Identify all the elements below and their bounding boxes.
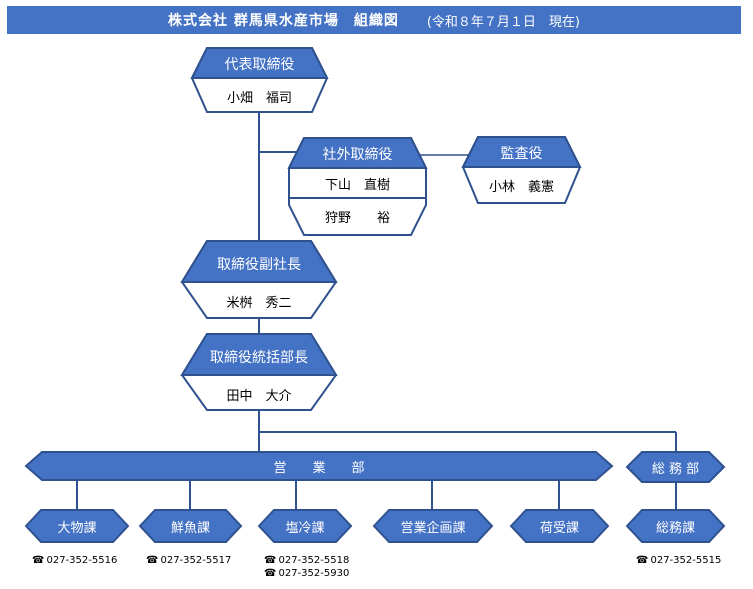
phone-number: ☎027-352-5516 <box>32 555 118 566</box>
section-box-4 <box>372 509 494 543</box>
telephone-icon: ☎ <box>636 555 649 566</box>
section-box-1 <box>24 509 130 543</box>
telephone-icon: ☎ <box>146 555 159 566</box>
outside-directors-role: 社外取締役 <box>322 146 393 163</box>
org-chart-title: 株式会社 群馬県水産市場 組織図 <box>167 13 399 29</box>
section-box-5 <box>509 509 610 543</box>
general-manager-name: 田中 大介 <box>226 388 292 404</box>
sales-dept-bar <box>24 451 614 481</box>
section-box-3 <box>257 509 353 543</box>
sales-dept-label: 営 業 部 <box>273 460 365 476</box>
phone-number: ☎027-352-5518 <box>264 555 350 566</box>
vice-president-role: 取締役副社長 <box>217 257 301 273</box>
admin-dept-bar <box>625 451 726 483</box>
section-label-3: 塩冷課 <box>285 520 325 536</box>
general-manager-role: 取締役統括部長 <box>210 350 308 366</box>
section-label-2: 鮮魚課 <box>170 520 210 536</box>
phone-number: ☎027-352-5517 <box>146 555 232 566</box>
section-box-6 <box>625 509 726 543</box>
auditor-box <box>461 136 582 204</box>
auditor-name: 小林 義憲 <box>488 179 554 195</box>
ceo-name: 小畑 福司 <box>226 90 292 106</box>
outside-director-name-1: 下山 直樹 <box>324 178 390 193</box>
outside-director-name-2: 狩野 裕 <box>324 210 390 226</box>
phone-number: ☎027-352-5515 <box>636 555 722 566</box>
ceo-box <box>190 47 329 113</box>
section-label-5: 荷受課 <box>539 520 579 536</box>
general-manager-box <box>180 333 338 411</box>
outside-directors-box <box>287 137 428 236</box>
admin-dept-label: 総 務 部 <box>651 461 700 477</box>
telephone-icon: ☎ <box>32 555 45 566</box>
vice-president-box <box>180 240 338 319</box>
as-of-date: (令和８年７月１日 現在) <box>426 14 581 30</box>
telephone-icon: ☎ <box>264 555 277 566</box>
section-label-6: 総務課 <box>655 520 695 536</box>
section-label-4: 営業企画課 <box>400 520 466 536</box>
telephone-icon: ☎ <box>264 568 277 579</box>
ceo-role: 代表取締役 <box>224 56 295 73</box>
title-bar: 株式会社 群馬県水産市場 組織図 (令和８年７月１日 現在) <box>7 6 741 34</box>
auditor-role: 監査役 <box>500 146 543 162</box>
section-box-2 <box>138 509 243 543</box>
vice-president-name: 米桝 秀二 <box>226 295 292 311</box>
phone-number: ☎027-352-5930 <box>264 568 350 579</box>
section-label-1: 大物課 <box>57 520 97 536</box>
